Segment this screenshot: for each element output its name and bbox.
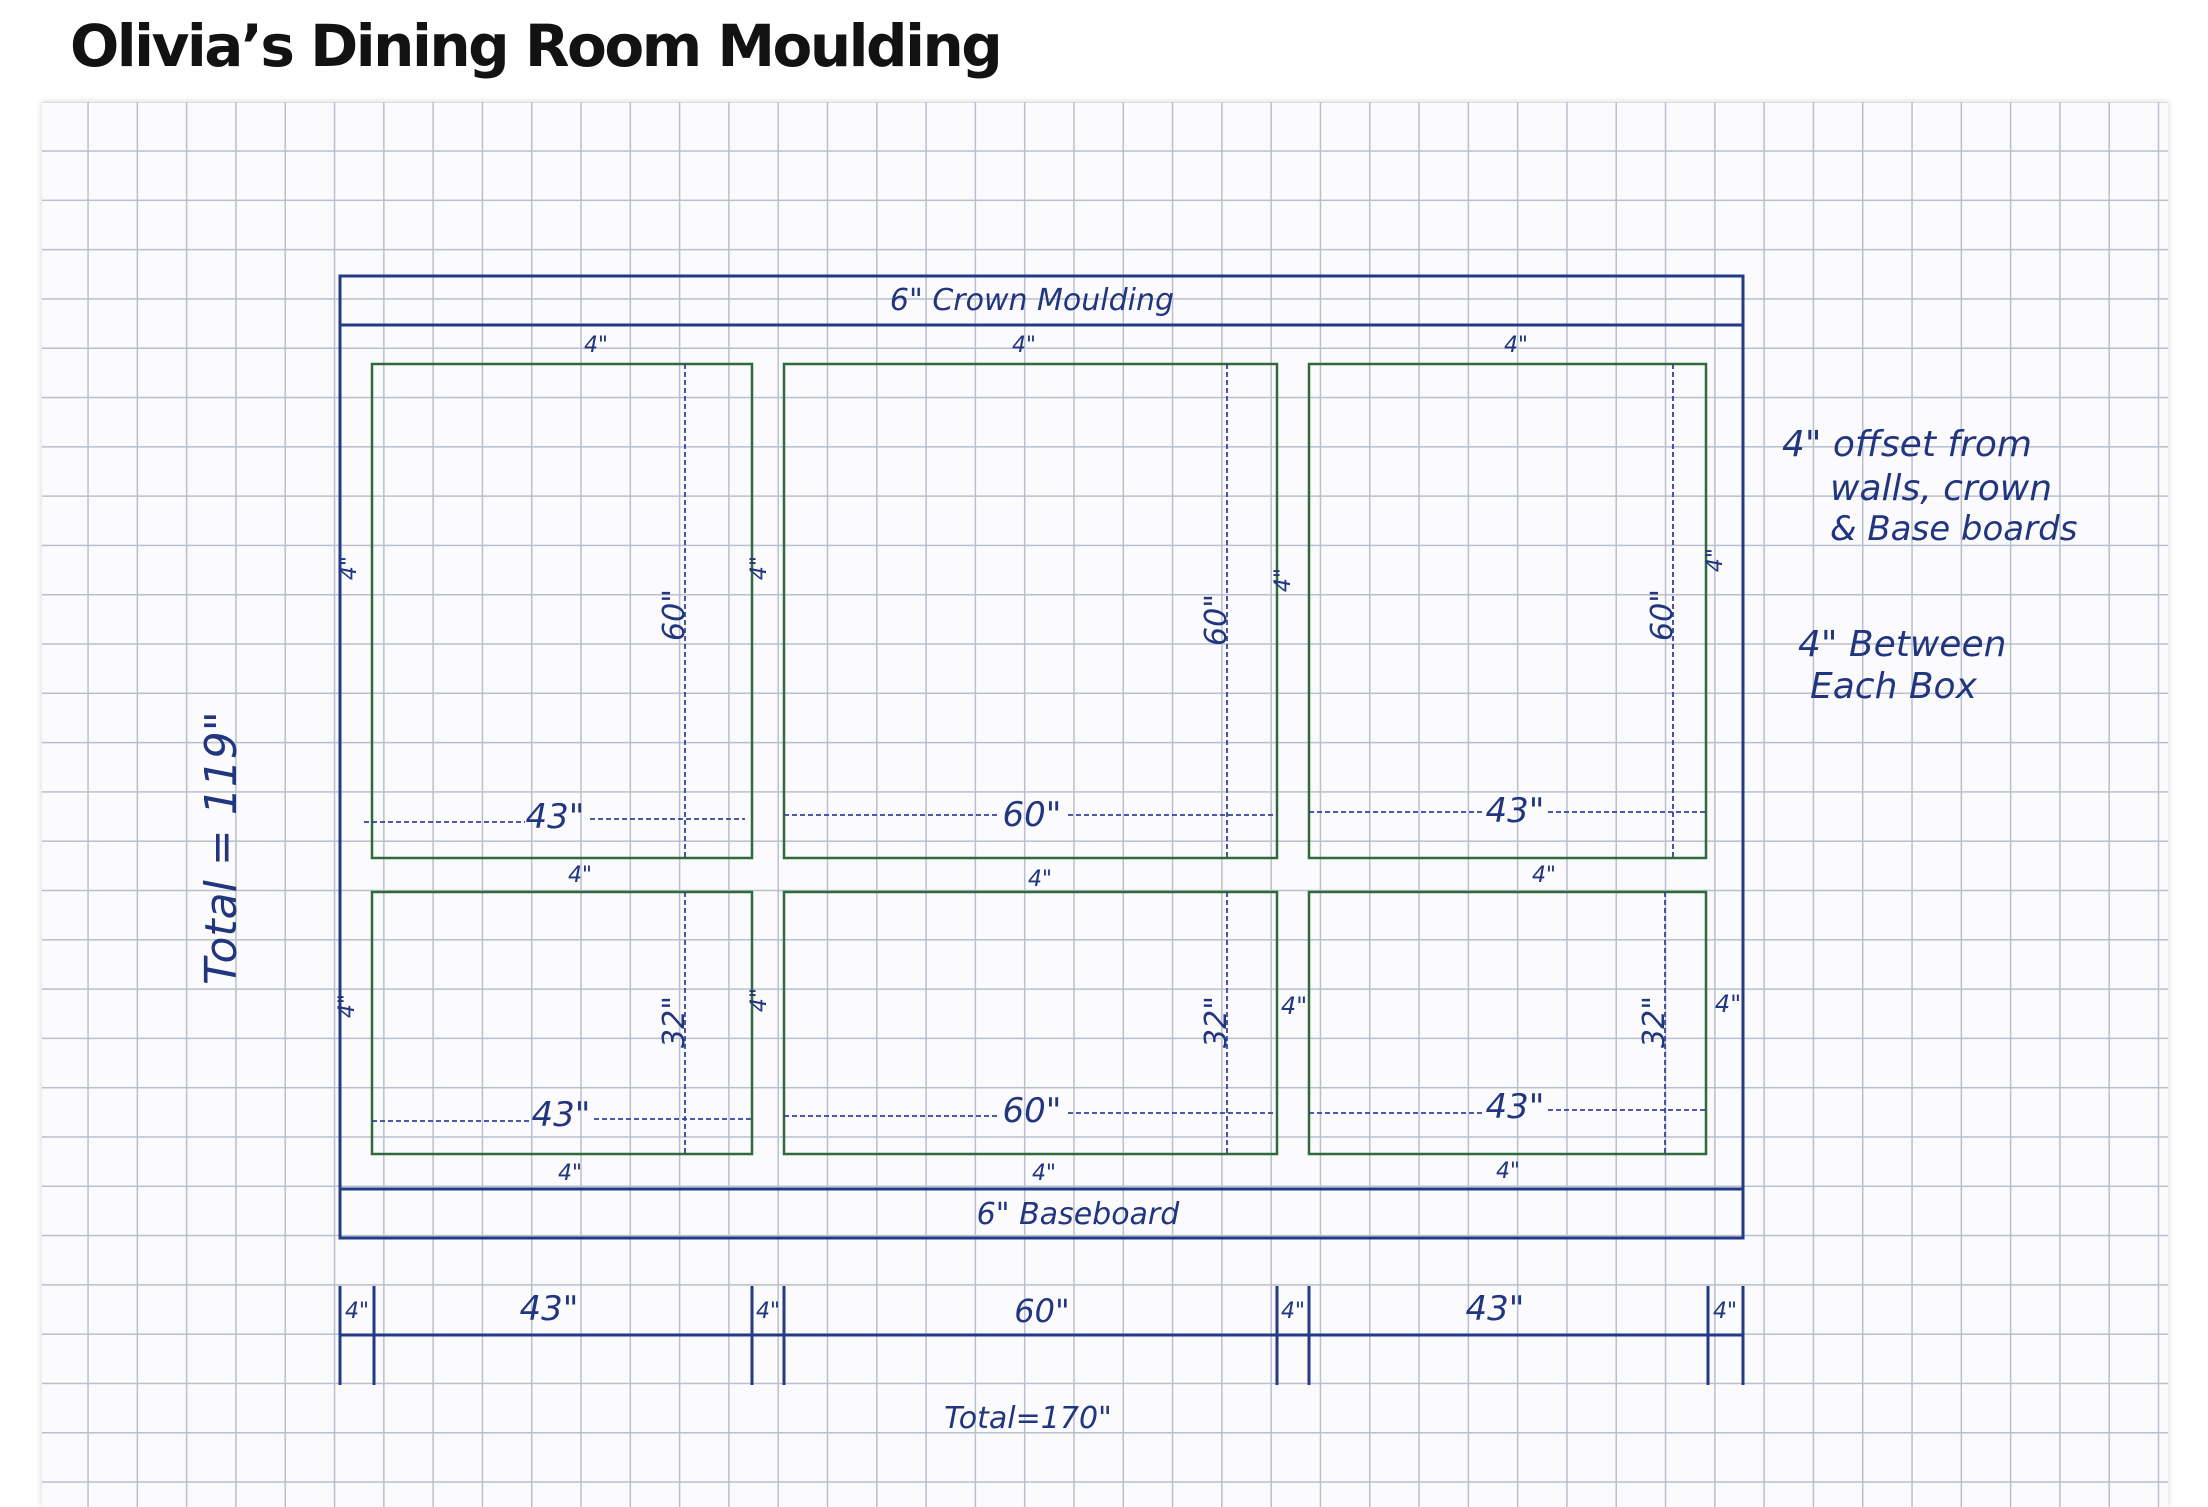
gap-label: 4" <box>337 556 362 580</box>
gap-label: 4" <box>568 863 592 888</box>
upper-panel-right <box>1307 362 1708 860</box>
height-label: 32" <box>657 996 692 1048</box>
offset-note-line-1: 4" offset from <box>1782 424 2032 465</box>
gap-label: 4" <box>1271 568 1296 592</box>
width-label: 43" <box>526 797 585 837</box>
gap-label: 4" <box>747 988 772 1012</box>
upper-panel-left <box>370 362 754 860</box>
baseboard-label: 6" Baseboard <box>977 1197 1181 1232</box>
between-note-line-2: Each Box <box>1810 666 1978 707</box>
height-label: 60" <box>1645 589 1680 641</box>
gap-label: 4" <box>747 556 772 580</box>
scale-width-label: 43" <box>520 1289 579 1329</box>
upper-panel-center <box>782 362 1279 860</box>
scale-gap-label: 4" <box>756 1299 780 1324</box>
lower-panel-left <box>370 890 754 1156</box>
scale-width-label: 43" <box>1466 1289 1525 1329</box>
gap-label: 4" <box>1715 990 1741 1018</box>
height-label: 60" <box>657 589 692 641</box>
gap-label: 4" <box>1532 863 1556 888</box>
lower-panel-right <box>1307 890 1708 1156</box>
scale-width-label: 60" <box>1014 1292 1069 1330</box>
width-label: 60" <box>1003 795 1062 835</box>
gap-label: 4" <box>1032 1161 1056 1186</box>
scale-gap-label: 4" <box>1281 1299 1305 1324</box>
scale-gap-label: 4" <box>345 1299 369 1324</box>
wall-outline <box>338 274 1745 1240</box>
gap-label: 4" <box>1496 1159 1520 1184</box>
lower-panel-center <box>782 890 1279 1156</box>
page-title: Olivia’s Dining Room Moulding <box>70 12 1003 80</box>
gap-label: 4" <box>1281 992 1307 1020</box>
height-label: 32" <box>1199 996 1234 1048</box>
gap-label: 4" <box>1028 867 1052 892</box>
gap-label: 4" <box>335 994 360 1018</box>
width-label: 60" <box>1003 1091 1062 1131</box>
height-label: 32" <box>1637 996 1672 1048</box>
height-label: 60" <box>1199 594 1234 646</box>
between-note-line-1: 4" Between <box>1798 624 2006 665</box>
graph-paper <box>42 102 2168 1507</box>
total-width-label: Total=170" <box>944 1401 1112 1436</box>
total-height-label: Total = 119" <box>196 711 247 985</box>
gap-label: 4" <box>584 333 608 358</box>
width-label: 43" <box>1486 1087 1545 1127</box>
width-label: 43" <box>1486 791 1545 831</box>
offset-note-line-3: & Base boards <box>1830 509 2077 549</box>
gap-label: 4" <box>558 1161 582 1186</box>
width-label: 43" <box>532 1095 591 1135</box>
gap-label: 4" <box>1504 333 1528 358</box>
gap-label: 4" <box>1703 548 1728 572</box>
offset-note-line-2: walls, crown <box>1830 468 2052 509</box>
scale-gap-label: 4" <box>1713 1299 1737 1324</box>
gap-label: 4" <box>1012 333 1036 358</box>
crown-moulding-label: 6" Crown Moulding <box>890 283 1174 318</box>
